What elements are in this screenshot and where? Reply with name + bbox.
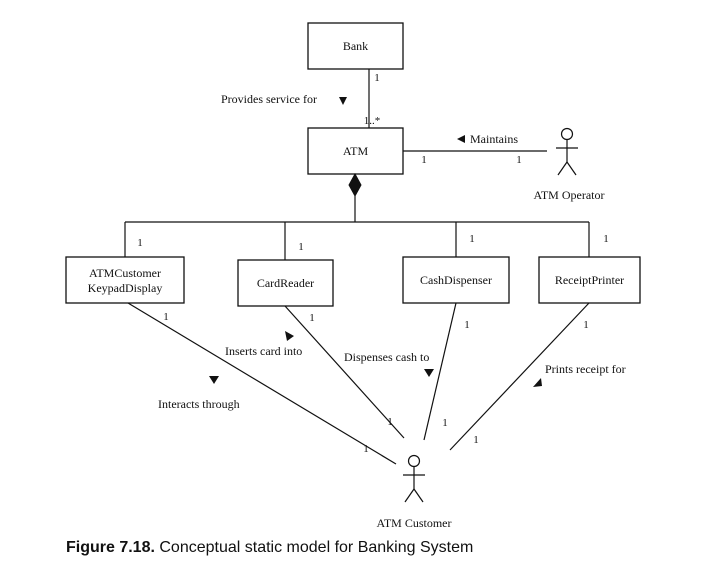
mult-agg-receipt: 1	[603, 233, 609, 245]
mult-maint-atm: 1	[421, 154, 427, 166]
inserts-card-label: Inserts card into	[225, 344, 302, 358]
down-arrow-icon	[424, 369, 434, 377]
keypad-box	[65, 256, 185, 304]
customer-left-leg	[404, 488, 415, 503]
mult-agg-cash: 1	[469, 233, 475, 245]
keypad-customer-line	[127, 302, 397, 465]
mult-card-top: 1	[309, 312, 315, 324]
provides-service-label: Provides service for	[221, 92, 317, 106]
operator-head	[560, 127, 574, 141]
mult-agg-card: 1	[298, 241, 304, 253]
receipt-printer-label: ReceiptPrinter	[555, 273, 624, 287]
atm-customer-actor	[403, 454, 425, 503]
prints-receipt-label: Prints receipt for	[545, 362, 626, 376]
mult-cash-cust: 1	[442, 417, 448, 429]
atm-operator-actor	[556, 127, 578, 176]
mult-keypad-cust: 1	[363, 443, 369, 455]
mult-keypad-top: 1	[163, 311, 169, 323]
class-bank: Bank	[307, 22, 404, 70]
dispenses-cash-label: Dispenses cash to	[344, 350, 429, 364]
mult-receipt-cust: 1	[473, 434, 479, 446]
atm-label: ATM	[343, 144, 369, 158]
bank-box	[307, 22, 404, 70]
customer-label: ATM Customer	[377, 516, 452, 530]
caption-text: Conceptual static model for Banking Syst…	[154, 539, 474, 556]
down-arrow-icon	[339, 97, 347, 105]
customer-head	[407, 454, 421, 468]
cash-customer-line	[423, 302, 457, 441]
figure-caption: Figure 7.18. Conceptual static model for…	[66, 539, 473, 557]
class-keypad-display: ATMCustomer KeypadDisplay	[65, 256, 185, 304]
card-reader-label: CardReader	[257, 276, 314, 290]
card-customer-line	[284, 305, 405, 439]
operator-left-leg	[557, 161, 568, 176]
left-arrow-icon	[457, 135, 465, 143]
class-receipt-printer: ReceiptPrinter	[538, 256, 641, 304]
mult-cash-top: 1	[464, 319, 470, 331]
receipt-printer-box	[538, 256, 641, 304]
down-right-arrow-icon	[285, 331, 294, 341]
mult-agg-keypad: 1	[137, 237, 143, 249]
class-card-reader: CardReader	[237, 259, 334, 307]
caption-label: Figure 7.18.	[66, 539, 155, 556]
mult-bank-side: 1	[374, 72, 380, 84]
class-cash-dispenser: CashDispenser	[402, 256, 510, 304]
cash-dispenser-box	[402, 256, 510, 304]
composition-diamond-icon	[348, 172, 362, 198]
mult-receipt-top: 1	[583, 319, 589, 331]
interacts-through-label: Interacts through	[158, 397, 240, 411]
customer-right-leg	[413, 488, 424, 503]
operator-label: ATM Operator	[534, 188, 605, 202]
up-right-arrow-icon	[533, 378, 542, 387]
mult-maint-operator: 1	[516, 154, 522, 166]
operator-right-leg	[566, 161, 577, 176]
mult-atm-side: 1..*	[364, 115, 381, 127]
keypad-label-line1: ATMCustomer	[89, 266, 161, 280]
bank-label: Bank	[343, 39, 368, 53]
mult-card-cust: 1	[387, 416, 393, 428]
cash-dispenser-label: CashDispenser	[420, 273, 492, 287]
maintains-label: Maintains	[470, 132, 518, 146]
keypad-label-line2: KeypadDisplay	[88, 281, 163, 295]
atm-box	[307, 127, 404, 175]
receipt-customer-line	[449, 302, 590, 451]
class-atm: ATM	[307, 127, 404, 175]
down-arrow-icon	[209, 376, 219, 384]
